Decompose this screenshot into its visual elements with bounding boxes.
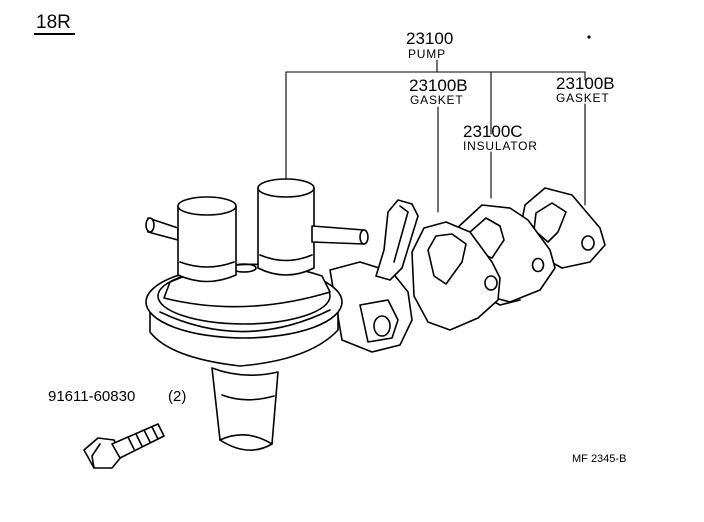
gasket-inner-part-name: GASKET	[410, 93, 463, 107]
pump-mounting-hole	[373, 315, 391, 337]
bolt-threads	[127, 426, 159, 450]
outlet-pipe	[311, 225, 365, 245]
pump-part-number: 23100	[406, 29, 453, 48]
right-valve-cylinder	[257, 187, 315, 276]
left-cylinder-top	[177, 196, 237, 216]
pump-part-name: PUMP	[408, 47, 446, 61]
left-cylinder-band	[179, 261, 235, 268]
bolt-quantity: (2)	[168, 388, 186, 405]
insulator-part-name: INSULATOR	[463, 139, 538, 153]
insulator-part-number: 23100C	[463, 122, 523, 141]
rocker-lever-edge	[393, 205, 409, 263]
inlet-pipe-end	[145, 217, 155, 233]
pump-mounting-arm	[329, 261, 413, 353]
right-cylinder-top	[257, 178, 315, 198]
rocker-lever	[375, 199, 419, 281]
bolt-head-edge	[91, 443, 101, 469]
mounting-bolt	[83, 423, 165, 469]
pump-leader-line	[285, 59, 586, 181]
pump-bottom-cup	[211, 367, 279, 451]
part-labels: 23100 PUMP 23100B GASKET 23100C INSULATO…	[48, 29, 626, 465]
engine-code-label: 18R	[36, 12, 71, 33]
gasket-inner-part-number: 23100B	[409, 76, 468, 95]
fuel-pump	[145, 178, 419, 451]
bolt-shank	[111, 423, 165, 459]
drawing-code: MF 2345-B	[572, 453, 626, 465]
right-cylinder-band	[259, 254, 313, 262]
engine-code-header: 18R	[34, 12, 75, 35]
leader-lines	[285, 35, 591, 213]
pump-flange-lower-edge	[159, 309, 331, 333]
speck-mark	[587, 35, 591, 39]
pump-mounting-pad	[359, 299, 399, 343]
bolt-part-number: 91611-60830	[48, 388, 135, 405]
pump-bottom-rim	[219, 434, 273, 445]
inner-gasket	[411, 221, 501, 331]
gasket-outer-part-number: 23100B	[556, 74, 615, 93]
left-valve-cylinder	[177, 205, 237, 283]
pump-bottom-ring	[221, 394, 275, 401]
gasket-outer-part-name: GASKET	[556, 91, 609, 105]
outlet-pipe-end	[359, 229, 369, 245]
